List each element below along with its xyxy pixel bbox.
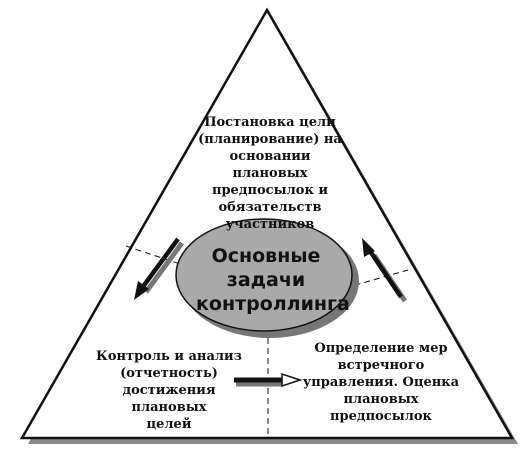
left-line-3: достижения плановых bbox=[122, 383, 216, 415]
left-block-text: Контроль и анализ (отчетность) достижени… bbox=[86, 348, 252, 433]
arrow-right bbox=[234, 372, 303, 388]
top-line-4: предпосылок и bbox=[211, 183, 329, 198]
left-line-2: (отчетность) bbox=[120, 366, 218, 381]
divider-left bbox=[125, 245, 187, 267]
top-line-2: (планирование) на bbox=[198, 132, 342, 147]
right-block-text: Определение мер встречного управления. О… bbox=[296, 340, 466, 425]
top-block-text: Постановка цели (планирование) на основа… bbox=[192, 114, 348, 233]
left-line-1: Контроль и анализ bbox=[96, 349, 242, 364]
center-ellipse bbox=[175, 218, 353, 332]
arrow-up-right bbox=[362, 238, 408, 303]
right-line-1: Определение мер bbox=[314, 341, 448, 356]
top-line-3: основании плановых bbox=[229, 149, 311, 181]
top-line-1: Постановка цели bbox=[204, 115, 336, 130]
right-line-4: плановых bbox=[343, 392, 419, 407]
top-line-5: обязательств bbox=[218, 200, 322, 215]
center-title-line-2: задачи bbox=[226, 269, 306, 291]
center-title-line-3: контроллинга bbox=[196, 293, 350, 315]
right-line-3: управления. Оценка bbox=[302, 375, 460, 390]
center-title-line-1: Основные bbox=[211, 245, 321, 267]
left-line-4: целей bbox=[146, 417, 192, 432]
arrow-down-left bbox=[134, 237, 185, 300]
top-line-6: участников bbox=[225, 217, 315, 232]
right-line-2: встречного bbox=[337, 358, 425, 373]
right-line-5: предпосылок bbox=[330, 409, 432, 424]
center-title: Основные задачи контроллинга bbox=[196, 244, 350, 316]
